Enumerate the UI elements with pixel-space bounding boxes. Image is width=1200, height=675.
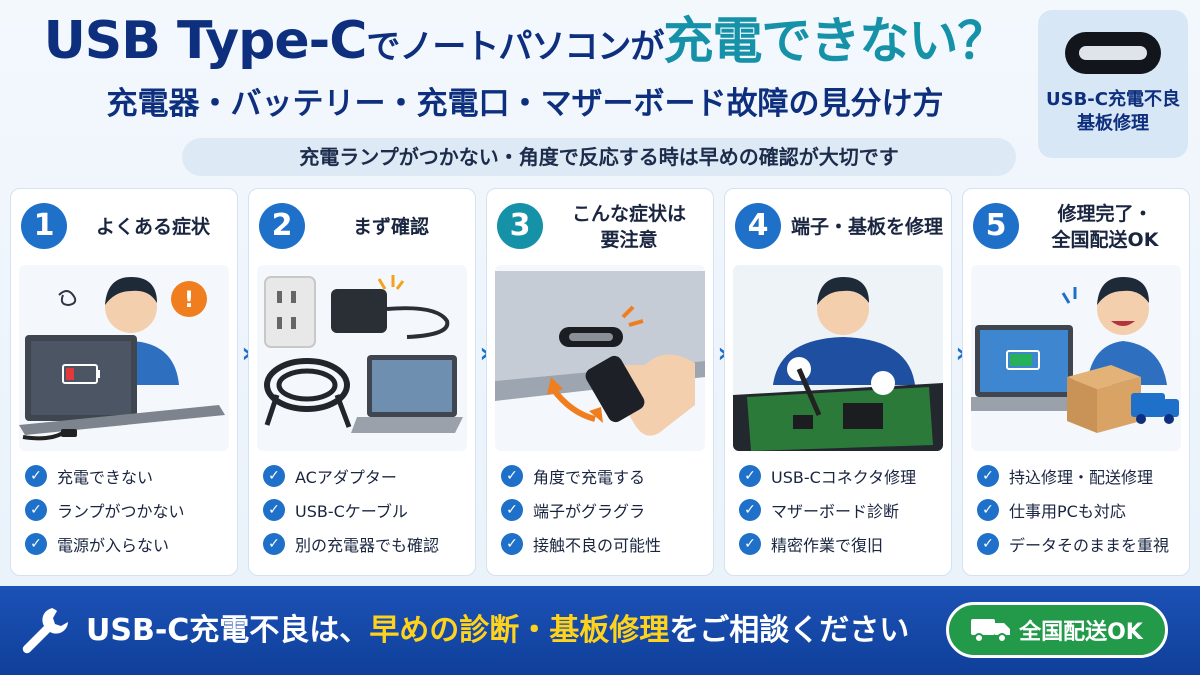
check-item: ✓端子がグラグラ (501, 493, 711, 527)
check-item: ✓仕事用PCも対応 (977, 493, 1187, 527)
check-icon: ✓ (977, 465, 999, 487)
svg-text:!: ! (184, 288, 194, 313)
badge-line2: 基板修理 (1077, 113, 1149, 134)
step-card-2: 2 まず確認 ✓ACアダプター ✓USB-C (248, 188, 476, 576)
check-item: ✓角度で充電する (501, 459, 711, 493)
step-card-4: 4 端子・基板を修理 ✓USB-Cコネクタ修理 ✓マザーボード診断 ✓精密作業で… (724, 188, 952, 576)
chevron-right-icon: › (479, 336, 491, 369)
badge-line1: USB-C充電不良 (1046, 89, 1180, 110)
check-icon: ✓ (263, 499, 285, 521)
footer-highlight: 早めの診断・基板修理 (369, 613, 670, 648)
footer-part1: USB-C充電不良は、 (86, 613, 370, 648)
check-item: ✓別の充電器でも確認 (263, 527, 473, 561)
happy-person-delivery-icon (971, 265, 1181, 451)
check-icon: ✓ (501, 465, 523, 487)
usb-c-badge: USB-C充電不良 基板修理 (1038, 10, 1188, 158)
check-icon: ✓ (25, 533, 47, 555)
check-icon: ✓ (263, 465, 285, 487)
chevron-right-icon: › (241, 336, 253, 369)
step-number: 3 (497, 203, 543, 249)
check-icon: ✓ (501, 533, 523, 555)
check-item: ✓ランプがつかない (25, 493, 235, 527)
check-icon: ✓ (977, 499, 999, 521)
check-icon: ✓ (739, 465, 761, 487)
title-part2: でノートパソコンが (366, 27, 664, 67)
title-part1: USB Type-C (43, 11, 368, 71)
person-confused-laptop-icon: ! (19, 265, 229, 451)
usb-c-port-closeup-icon (495, 265, 705, 451)
check-icon: ✓ (501, 499, 523, 521)
check-item: ✓接触不良の可能性 (501, 527, 711, 561)
chevron-right-icon: › (955, 336, 967, 369)
step-title: まず確認 (352, 216, 429, 238)
check-icon: ✓ (25, 499, 47, 521)
footer-banner: USB-C充電不良は、早めの診断・基板修理をご相談ください 全国配送OK (0, 586, 1200, 675)
outlet-adapter-cable-icon (257, 265, 467, 451)
check-item: ✓マザーボード診断 (739, 493, 949, 527)
step-card-1: 1 よくある症状 ! ✓充電できない (10, 188, 238, 576)
check-item: ✓持込修理・配送修理 (977, 459, 1187, 493)
step-title: こんな症状は 要注意 (571, 203, 686, 251)
check-item: ✓電源が入らない (25, 527, 235, 561)
check-icon: ✓ (263, 533, 285, 555)
technician-soldering-icon (733, 265, 943, 451)
usb-c-port-icon (1065, 32, 1161, 74)
subline-banner: 充電ランプがつかない・角度で反応する時は早めの確認が大切です (182, 138, 1016, 176)
footer-part2: をご相談ください (669, 613, 910, 648)
step-card-5: 5 修理完了・ 全国配送OK (962, 188, 1190, 576)
title-accent: 充電できない？ (663, 12, 1007, 70)
check-item: ✓充電できない (25, 459, 235, 493)
page-subtitle: 充電器・バッテリー・充電口・マザーボード故障の見分け方 (106, 86, 944, 122)
check-item: ✓精密作業で復旧 (739, 527, 949, 561)
check-item: ✓ACアダプター (263, 459, 473, 493)
check-item: ✓USB-Cコネクタ修理 (739, 459, 949, 493)
check-item: ✓データそのままを重視 (977, 527, 1187, 561)
page-title: USB Type-Cでノートパソコンが充電できない？ (20, 8, 1030, 80)
step-card-3: 3 こんな症状は 要注意 ✓角度で充電する ✓端子がグラグラ ✓接触不良の可能性 (486, 188, 714, 576)
step-number: 4 (735, 203, 781, 249)
check-icon: ✓ (739, 499, 761, 521)
footer-message: USB-C充電不良は、早めの診断・基板修理をご相談ください (86, 586, 909, 675)
truck-icon (971, 619, 1011, 643)
step-title: 修理完了・ 全国配送OK (1051, 203, 1159, 251)
step-title: 端子・基板を修理 (790, 216, 943, 238)
step-title: よくある症状 (95, 216, 210, 238)
step-number: 2 (259, 203, 305, 249)
wrench-icon (22, 608, 68, 654)
title-block: USB Type-Cでノートパソコンが充電できない？ 充電器・バッテリー・充電口… (20, 8, 1030, 126)
nationwide-shipping-label: 全国配送OK (1019, 620, 1143, 645)
step-number: 5 (973, 203, 1019, 249)
step-number: 1 (21, 203, 67, 249)
check-icon: ✓ (739, 533, 761, 555)
check-icon: ✓ (25, 465, 47, 487)
check-icon: ✓ (977, 533, 999, 555)
nationwide-shipping-button[interactable]: 全国配送OK (946, 602, 1168, 658)
check-item: ✓USB-Cケーブル (263, 493, 473, 527)
steps-row: 1 よくある症状 ! ✓充電できない (10, 188, 1190, 576)
chevron-right-icon: › (717, 336, 729, 369)
